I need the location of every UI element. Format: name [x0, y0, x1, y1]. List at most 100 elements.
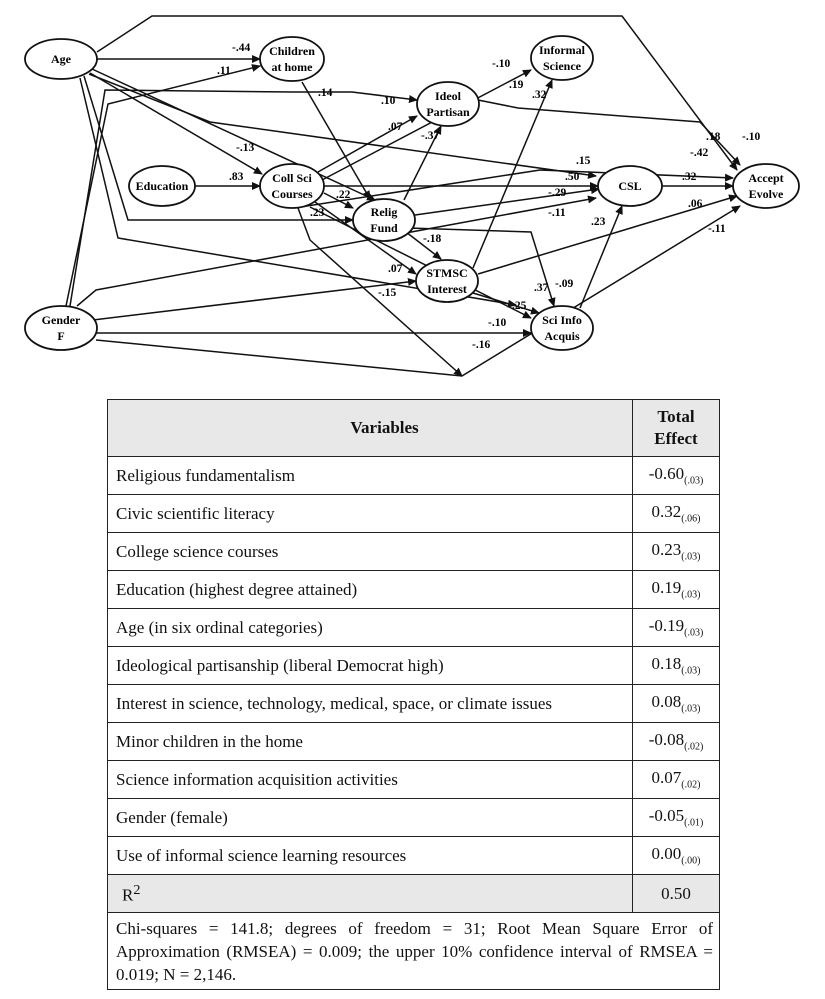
path-arrow — [403, 125, 442, 201]
node-label: Science — [543, 59, 582, 73]
path-arrow — [69, 89, 418, 307]
path-coefficient: -.10 — [492, 58, 510, 70]
node-label: Interest — [427, 282, 467, 296]
node-ellipse — [128, 165, 196, 207]
variables-header: Variables — [107, 399, 633, 457]
total-effect-header-line1: Total — [657, 407, 695, 426]
node-ellipse — [259, 36, 325, 82]
table-row: Use of informal science learning resourc… — [107, 836, 720, 875]
path-arrow — [405, 231, 442, 260]
node-label: Accept — [748, 171, 783, 185]
path-coefficient: .19 — [509, 79, 524, 91]
total-effect-value: -0.60(.03) — [632, 456, 720, 495]
total-effect-value: 0.08(.03) — [632, 684, 720, 723]
path-arrow — [92, 277, 417, 321]
path-coefficient: .06 — [688, 198, 703, 210]
variable-name: Interest in science, technology, medical… — [107, 684, 633, 723]
standard-error: (.00) — [681, 855, 701, 867]
node-age: Age — [24, 38, 98, 80]
node-csl: CSL — [597, 165, 663, 207]
path-arrow — [297, 207, 463, 377]
total-effect-value: 0.07(.02) — [632, 760, 720, 799]
variable-name: Education (highest degree attained) — [107, 570, 633, 609]
total-effect-value: 0.00(.00) — [632, 836, 720, 875]
path-coefficient: .22 — [336, 189, 351, 201]
path-coefficient: .15 — [576, 155, 591, 167]
model-fit-footnote: Chi-squares = 141.8; degrees of freedom … — [107, 912, 720, 990]
r-squared-symbol: R — [122, 885, 134, 905]
path-coefficient: .32 — [682, 171, 697, 183]
node-label: Coll Sci — [272, 171, 312, 185]
standard-error: (.02) — [684, 741, 704, 753]
node-ellipse — [732, 163, 800, 209]
table-row: Ideological partisanship (liberal Democr… — [107, 646, 720, 685]
path-coefficient: .23 — [310, 207, 325, 219]
total-effect-value: 0.32(.06) — [632, 494, 720, 533]
table-row: Civic scientific literacy 0.32(.06) — [107, 494, 720, 533]
path-arrow — [472, 292, 540, 315]
path-coefficient: -.09 — [555, 278, 573, 290]
path-coefficient: -.16 — [472, 339, 490, 351]
path-arrow — [317, 115, 418, 173]
path-arrow — [477, 194, 738, 275]
path-coefficient: .07 — [388, 121, 403, 133]
node-label: Fund — [370, 221, 398, 235]
path-coefficient: .25 — [512, 300, 527, 312]
node-ellipse — [259, 163, 325, 209]
variable-name: Science information acquisition activiti… — [107, 760, 633, 799]
path-coefficient: -.13 — [236, 142, 254, 154]
path-coefficient: .83 — [229, 171, 244, 183]
table-row: Religious fundamentalism -0.60(.03) — [107, 456, 720, 495]
path-coefficient: .37 — [534, 282, 549, 294]
path-arrow — [79, 77, 517, 308]
effect-estimate: 0.32 — [651, 502, 682, 522]
node-ellipse — [416, 81, 480, 127]
path-coefficient: -.11 — [548, 207, 566, 219]
effect-estimate: 0.07 — [651, 768, 682, 788]
effect-estimate: 0.18 — [651, 654, 682, 674]
standard-error: (.03) — [681, 551, 701, 563]
path-coefficient: .18 — [706, 131, 721, 143]
total-effect-value: -0.05(.01) — [632, 798, 720, 837]
node-label: Ideol — [435, 89, 462, 103]
path-arrow — [414, 186, 600, 216]
path-arrow — [407, 227, 556, 307]
r-squared-value: 0.50 — [632, 874, 720, 913]
node-label: Evolve — [749, 187, 784, 201]
path-coefficient: .07 — [388, 263, 403, 275]
path-coefficient: -.10 — [488, 317, 506, 329]
path-coefficient: .11 — [217, 65, 231, 77]
footnote-row: Chi-squares = 141.8; degrees of freedom … — [107, 912, 720, 990]
path-arrow — [89, 72, 263, 175]
path-coefficients: -.44.11.14-.10.19.32.10.07-.37-.13.83.22… — [217, 42, 760, 351]
node-label: Sci Info — [542, 313, 582, 327]
node-education: Education — [128, 165, 196, 207]
path-coefficient: -.11 — [708, 223, 726, 235]
effect-estimate: -0.08 — [648, 730, 685, 750]
node-ellipse — [415, 259, 479, 303]
table-row: Science information acquisition activiti… — [107, 760, 720, 799]
effect-estimate: -0.19 — [648, 616, 685, 636]
node-ellipse — [597, 165, 663, 207]
path-coefficient: .50 — [565, 171, 580, 183]
r-squared-row: R2 0.50 — [107, 874, 720, 913]
path-coefficient: .14 — [318, 87, 333, 99]
effect-estimate: 0.19 — [651, 578, 682, 598]
node-label: Age — [51, 52, 72, 66]
path-coefficient: -.10 — [742, 131, 760, 143]
variable-name: Use of informal science learning resourc… — [107, 836, 633, 875]
path-coefficient: -.44 — [232, 42, 250, 54]
total-effect-value: -0.08(.02) — [632, 722, 720, 761]
node-label: Partisan — [426, 105, 470, 119]
table-row: Gender (female) -0.05(.01) — [107, 798, 720, 837]
node-label: Relig — [371, 205, 398, 219]
total-effect-value: 0.18(.03) — [632, 646, 720, 685]
standard-error: (.03) — [681, 665, 701, 677]
total-effect-header-line2: Effect — [654, 429, 698, 448]
